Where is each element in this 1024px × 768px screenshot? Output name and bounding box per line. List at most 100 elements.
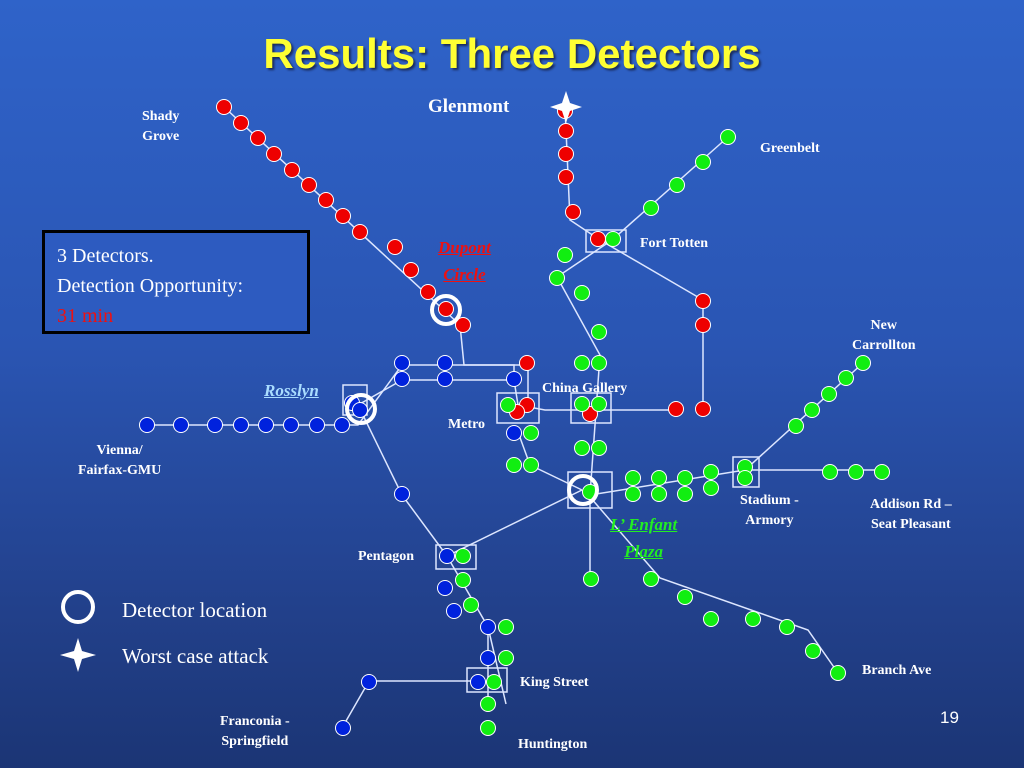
label-vienna: Vienna/ Fairfax-GMU: [78, 441, 161, 481]
station-dot: [506, 457, 522, 473]
station-dot: [335, 720, 351, 736]
info-box: 3 Detectors. Detection Opportunity: 31 m…: [42, 230, 310, 334]
station-dot: [625, 486, 641, 502]
station-dot: [139, 417, 155, 433]
station-dot: [523, 425, 539, 441]
label-lenfant-plaza: L’ Enfant Plaza: [610, 511, 677, 565]
legend-detector-ring-icon: [61, 590, 95, 624]
station-dot: [283, 417, 299, 433]
station-dot: [480, 619, 496, 635]
station-dot: [258, 417, 274, 433]
transfer-box: [496, 392, 540, 424]
station-dot: [233, 417, 249, 433]
station-dot: [574, 285, 590, 301]
track-segment: [583, 489, 839, 674]
station-dot: [779, 619, 795, 635]
label-lenfant-line2: Plaza: [624, 542, 663, 561]
station-dot: [455, 548, 471, 564]
station-dot: [437, 580, 453, 596]
station-dot: [695, 293, 711, 309]
legend-attack-label: Worst case attack: [122, 644, 269, 668]
station-dot: [394, 371, 410, 387]
info-line-detectors: 3 Detectors.: [57, 245, 154, 267]
label-shady-grove-line1: Shady: [142, 109, 180, 124]
station-dot: [805, 643, 821, 659]
station-dot: [439, 548, 455, 564]
station-dot: [557, 247, 573, 263]
track-segment: [357, 404, 583, 557]
label-king-street: King Street: [520, 675, 589, 690]
station-dot: [703, 611, 719, 627]
markers: [345, 91, 599, 506]
label-stadium-line1: Stadium -: [740, 493, 799, 508]
station-dot: [394, 355, 410, 371]
station-dot: [574, 396, 590, 412]
label-vienna-line1: Vienna/: [96, 443, 143, 458]
station-dot: [874, 464, 890, 480]
station-dot: [625, 470, 641, 486]
station-dot: [745, 611, 761, 627]
station-dot: [574, 440, 590, 456]
station-dot: [403, 262, 419, 278]
track-segment: [341, 680, 478, 729]
station-dot: [266, 146, 282, 162]
station-dot: [737, 470, 753, 486]
station-dot: [838, 370, 854, 386]
station-dot: [558, 123, 574, 139]
station-dot: [804, 402, 820, 418]
station-dot: [301, 177, 317, 193]
station-dot: [250, 130, 266, 146]
label-shady-grove: Shady Grove: [142, 107, 179, 147]
station-dot: [821, 386, 837, 402]
label-addison-rd: Addison Rd – Seat Pleasant: [870, 495, 952, 535]
station-dot: [318, 192, 334, 208]
station-dot: [591, 324, 607, 340]
station-dot: [455, 572, 471, 588]
station-dot: [703, 464, 719, 480]
label-greenbelt: Greenbelt: [760, 141, 820, 156]
station-dot: [498, 619, 514, 635]
station-dot: [500, 397, 516, 413]
label-china-gallery: China Gallery: [542, 381, 628, 396]
station-dot: [830, 665, 846, 681]
label-stadium-line2: Armory: [745, 513, 794, 528]
station-dot: [643, 571, 659, 587]
station-dot: [173, 417, 189, 433]
station-dot: [591, 355, 607, 371]
station-dot: [335, 208, 351, 224]
detector-ring-icon: [567, 474, 599, 506]
station-dot: [334, 417, 350, 433]
station-dot: [486, 674, 502, 690]
station-dot: [590, 231, 606, 247]
station-dot: [668, 401, 684, 417]
station-dot: [480, 720, 496, 736]
station-dot: [695, 154, 711, 170]
label-franconia-line1: Franconia -: [220, 714, 290, 729]
station-dot: [387, 239, 403, 255]
label-pentagon: Pentagon: [358, 549, 414, 564]
station-dot: [558, 169, 574, 185]
station-dot: [695, 317, 711, 333]
station-dot: [549, 270, 565, 286]
station-dot: [437, 355, 453, 371]
label-dupont-line2: Circle: [443, 265, 486, 284]
label-lenfant-line1: L’ Enfant: [610, 515, 678, 534]
station-dot: [720, 129, 736, 145]
station-dot: [677, 470, 693, 486]
station-dot: [498, 650, 514, 666]
station-dot: [284, 162, 300, 178]
track-segment: [556, 136, 882, 496]
station-dot: [565, 204, 581, 220]
station-dot: [677, 486, 693, 502]
track-segment: [357, 379, 514, 406]
transfer-box: [466, 667, 508, 693]
label-addison-line1: Addison Rd –: [870, 497, 952, 512]
station-dot: [216, 99, 232, 115]
transfer-box: [570, 392, 612, 424]
label-new-carrollton-line2: Carrollton: [852, 338, 916, 353]
station-dot: [420, 284, 436, 300]
label-rosslyn: Rosslyn: [264, 381, 319, 400]
station-dot: [669, 177, 685, 193]
station-dot: [352, 224, 368, 240]
